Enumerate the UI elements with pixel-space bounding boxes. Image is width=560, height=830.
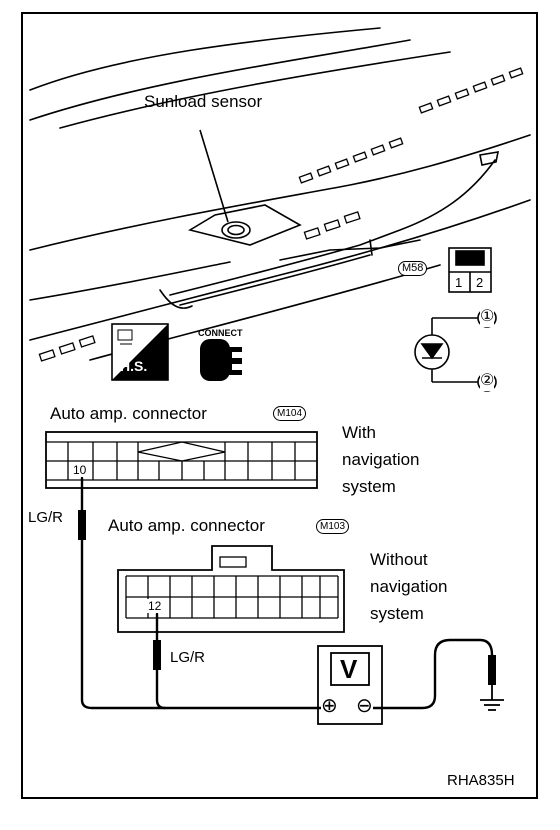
without-nav-line2: navigation xyxy=(370,577,448,596)
figure-code: RHA835H xyxy=(447,772,515,789)
defrost-vent-slots xyxy=(38,67,524,362)
connector-id-m104: M104 xyxy=(273,406,307,421)
voltmeter-icon xyxy=(317,645,383,725)
connector-m104-face xyxy=(45,431,318,489)
terminal-2-marker: ② xyxy=(480,371,495,391)
voltmeter-letter: V xyxy=(340,654,358,684)
voltmeter-positive-terminal: ⊕ xyxy=(321,695,338,717)
sunload-sensor-label: Sunload sensor xyxy=(144,92,263,111)
terminal-1-marker: ① xyxy=(480,307,495,327)
with-nav-line2: navigation xyxy=(342,450,420,469)
probe-tips xyxy=(78,510,496,685)
connector-id-m103: M103 xyxy=(316,519,350,534)
wire-color-label-2: LG/R xyxy=(170,649,206,666)
connector-id-m58: M58 xyxy=(398,261,428,276)
connector-m103-face xyxy=(117,545,345,633)
m58-pin-2: 2 xyxy=(475,275,485,290)
wire-color-label-1: LG/R xyxy=(28,509,64,526)
m58-pin-1: 1 xyxy=(454,275,464,290)
figure-frame xyxy=(21,12,538,799)
auto-amp-connector-label-top: Auto amp. connector xyxy=(50,404,207,423)
hs-harness-icon xyxy=(111,323,169,381)
ground-icon xyxy=(480,685,504,711)
sunload-sensor-icon xyxy=(199,129,251,239)
with-nav-line3: system xyxy=(342,477,396,496)
with-nav-line1: With xyxy=(342,423,376,442)
connector-icon xyxy=(200,339,244,381)
pin-12-label: 12 xyxy=(147,599,163,613)
voltmeter-negative-terminal: ⊖ xyxy=(356,695,373,717)
without-nav-line1: Without xyxy=(370,550,428,569)
connector-m58-face xyxy=(448,247,492,293)
pin-10-label: 10 xyxy=(72,463,88,477)
without-nav-line3: system xyxy=(370,604,424,623)
connect-label: CONNECT xyxy=(198,328,243,338)
hs-badge-label: H.S. xyxy=(120,358,148,374)
auto-amp-connector-label-bottom: Auto amp. connector xyxy=(108,516,265,535)
dashboard-illustration xyxy=(29,27,531,361)
test-wiring xyxy=(80,476,494,710)
